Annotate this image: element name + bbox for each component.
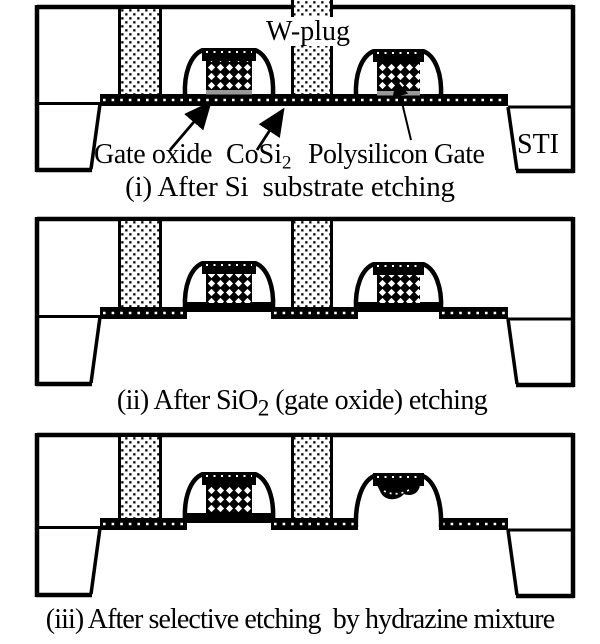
gate-left <box>182 260 276 309</box>
label-gate-oxide: Gate oxide <box>94 139 213 170</box>
gate-cap <box>202 261 256 274</box>
caption-step-ii-subscript: 2 <box>257 395 270 422</box>
spacer <box>253 47 276 96</box>
gate-oxide-layer <box>206 90 252 95</box>
spacer <box>253 260 276 309</box>
gate-cap <box>202 472 256 485</box>
spacer <box>353 261 376 310</box>
panel-1-after-si-substrate-etching <box>34 0 576 174</box>
gate-pedestal-left <box>187 513 271 523</box>
label-w-plug: W-plug <box>260 17 356 46</box>
spacer <box>421 48 444 97</box>
label-cosi2-base: CoSi <box>226 139 283 170</box>
spacer <box>353 48 376 97</box>
w-plug-left <box>118 437 162 518</box>
cosi2-band <box>100 94 508 106</box>
sti-trench-right <box>506 106 574 174</box>
w-plug-center <box>291 0 333 94</box>
sti-trench-left <box>36 103 102 173</box>
gate-cap <box>373 262 424 275</box>
spacer <box>353 473 376 528</box>
sti-trench-left <box>36 527 102 598</box>
caption-step-ii: (ii) After SiO2 (gate oxide) etching <box>2 385 600 423</box>
cosi2-arrow <box>255 107 285 151</box>
cosi2-band <box>100 518 508 530</box>
gate-right <box>353 261 444 310</box>
gate-left <box>182 471 276 520</box>
spacer <box>421 473 444 528</box>
w-plug-left <box>118 9 162 94</box>
gate-oxide-arrow <box>168 100 212 151</box>
label-cosi2-subscript: 2 <box>282 152 292 174</box>
panel-3-after-selective-etching <box>34 432 576 599</box>
label-sti: STI <box>517 129 559 160</box>
polysilicon <box>206 273 252 303</box>
etch-residue <box>377 485 420 500</box>
gate-pedestal-left <box>187 302 271 312</box>
label-cosi2: CoSi2 <box>226 140 292 173</box>
polysilicon <box>206 60 252 90</box>
polysilicon <box>377 274 420 303</box>
spacer <box>182 471 205 520</box>
gate-right-etched <box>353 473 444 528</box>
caption-step-ii-pre: (ii) After SiO <box>116 385 259 416</box>
cosi2-band <box>100 307 508 319</box>
polysilicon-gate-arrow <box>392 80 412 141</box>
w-plug-center <box>291 221 333 307</box>
w-plug-center <box>291 437 333 518</box>
caption-step-ii-post: (gate oxide) etching <box>268 385 488 416</box>
w-plug-left <box>118 221 162 307</box>
gate-cap <box>373 49 424 62</box>
sti-trench-right <box>506 529 574 599</box>
spacer <box>421 261 444 310</box>
gate-cap <box>202 48 256 61</box>
polysilicon <box>206 484 252 514</box>
spacer <box>253 471 276 520</box>
caption-step-i: (i) After Si substrate etching <box>125 171 455 203</box>
panel-2-after-gate-oxide-etching <box>34 216 576 388</box>
gate-cap <box>373 473 424 486</box>
gate-pedestal-right <box>358 302 439 312</box>
sti-trench-right <box>506 318 574 388</box>
gate-left <box>182 47 276 96</box>
sti-trench-left <box>36 316 102 387</box>
caption-step-iii: (iii) After selective etching by hydrazi… <box>45 604 555 635</box>
spacer <box>182 47 205 96</box>
spacer <box>182 260 205 309</box>
label-polysilicon-gate: Polysilicon Gate <box>308 139 485 170</box>
